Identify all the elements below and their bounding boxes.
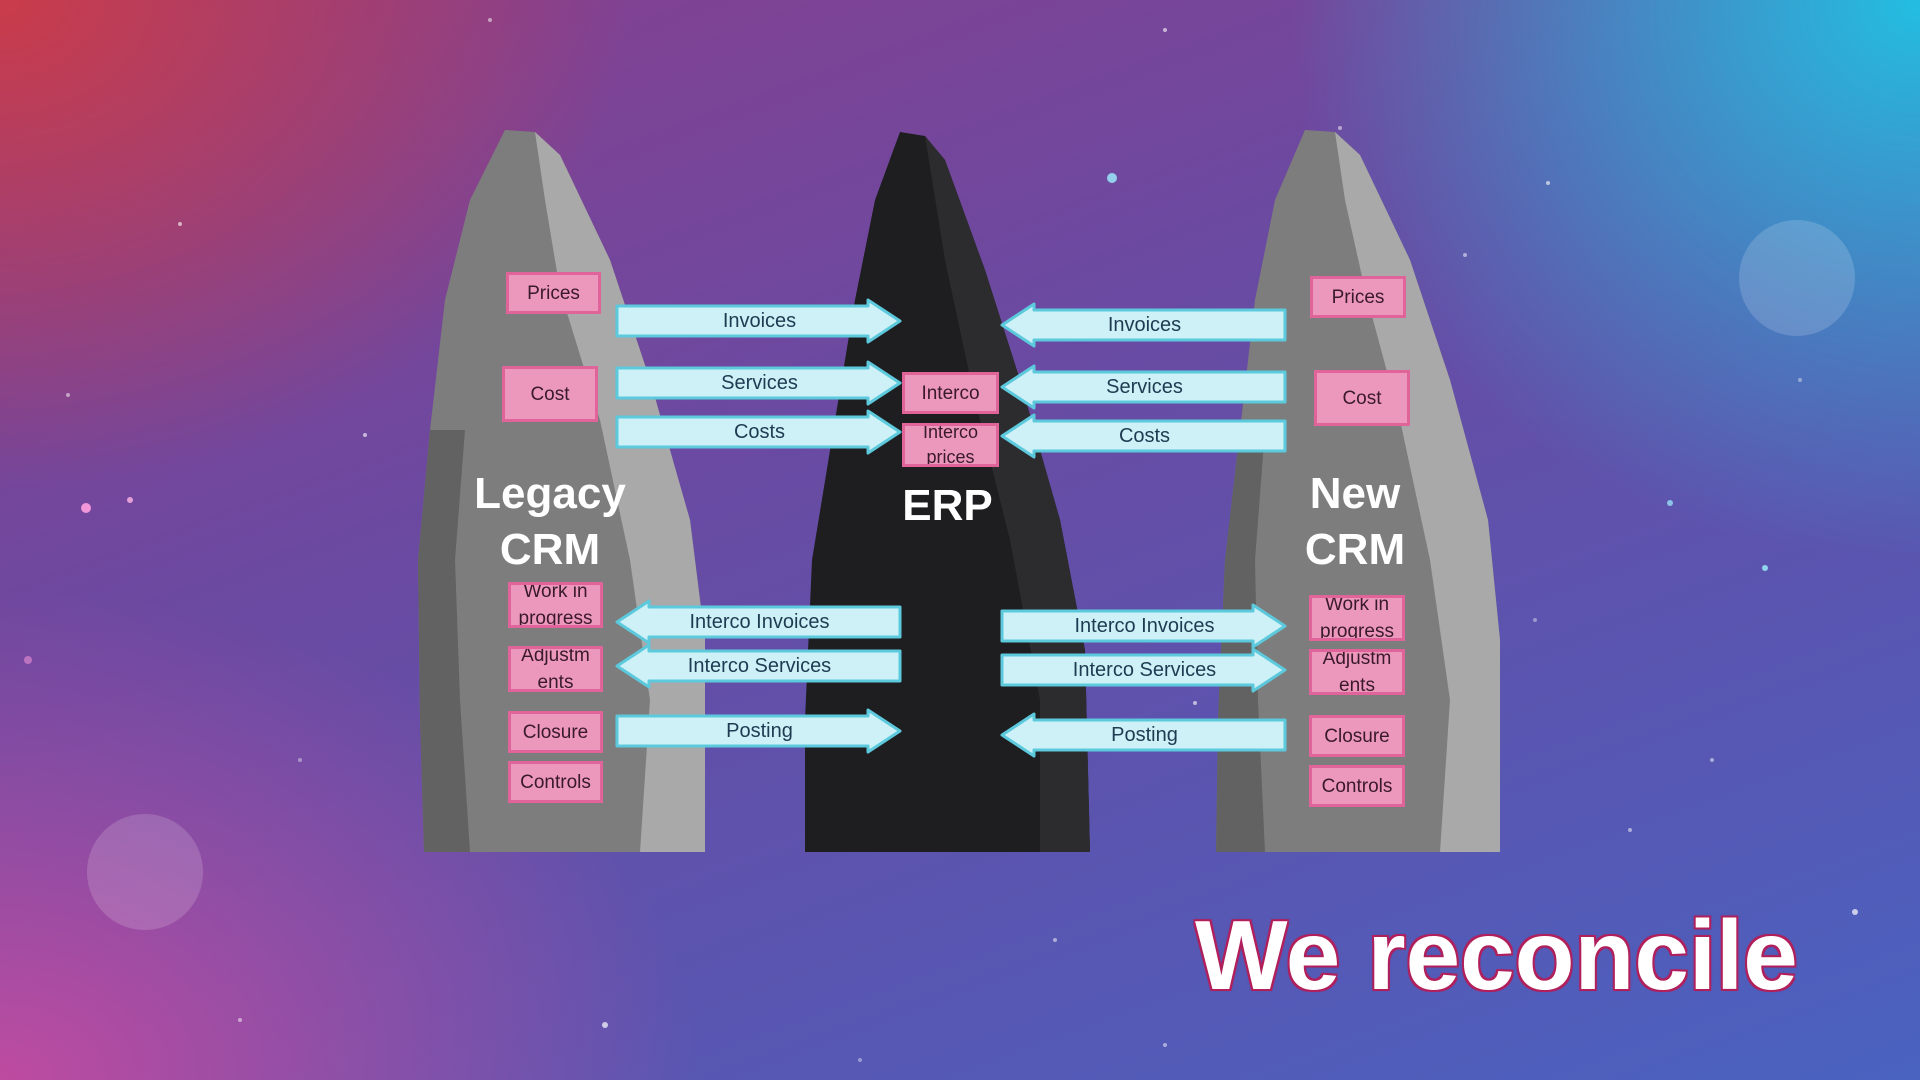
label-right-posting: Posting	[1111, 723, 1178, 746]
legacy-closure-text: Closure	[522, 721, 589, 743]
arrow-right-posting	[1000, 712, 1287, 758]
label-left-costs: Costs	[733, 420, 786, 443]
arrow-left-posting	[615, 708, 902, 754]
erp-label: ERP	[880, 478, 1015, 534]
new-adjustments-box: Adjustm ents	[1309, 649, 1405, 695]
new-cost-box: Cost	[1314, 370, 1410, 426]
headline: We reconcile	[1195, 900, 1798, 1010]
legacy-crm-text: Legacy CRM	[474, 469, 626, 574]
new-adjustments-text: Adjustm ents	[1322, 649, 1392, 695]
label-left-posting: Posting	[726, 719, 793, 742]
legacy-controls-box: Controls	[508, 761, 603, 803]
new-crm-label: New CRM	[1280, 466, 1430, 578]
label-right-services: Services	[1106, 375, 1183, 398]
new-cost-text: Cost	[1342, 387, 1382, 409]
arrow-left-services	[615, 360, 902, 406]
erp-text: ERP	[902, 481, 993, 530]
arrow-left-costs	[615, 409, 902, 455]
legacy-adjustments-text: Adjustm ents	[521, 646, 590, 692]
label-left-services: Services	[721, 371, 798, 394]
new-closure-box: Closure	[1309, 715, 1405, 757]
new-controls-box: Controls	[1309, 765, 1405, 807]
arrow-left-interco-services	[615, 643, 902, 689]
new-crm-text: New CRM	[1304, 469, 1406, 574]
label-left-interco-services: Interco Services	[687, 654, 832, 677]
arrow-right-services	[1000, 364, 1287, 410]
bokeh-circle-left	[87, 814, 203, 930]
bokeh-circle-right	[1739, 220, 1855, 336]
arrow-right-interco-services	[1000, 647, 1287, 693]
arrow-left-invoices	[615, 298, 902, 344]
legacy-closure-box: Closure	[508, 711, 603, 753]
legacy-prices-text: Prices	[527, 282, 580, 304]
legacy-cost-box: Cost	[502, 366, 598, 422]
arrow-left-interco-invoices	[615, 599, 902, 645]
legacy-crm-label: Legacy CRM	[470, 466, 630, 578]
label-right-costs: Costs	[1118, 424, 1171, 447]
legacy-controls-text: Controls	[520, 771, 591, 793]
legacy-wip-box: Work in progress	[508, 582, 603, 628]
arrow-right-costs	[1000, 413, 1287, 459]
legacy-adjustments-box: Adjustm ents	[508, 646, 603, 692]
new-closure-text: Closure	[1324, 725, 1390, 747]
new-controls-text: Controls	[1321, 775, 1393, 797]
label-left-invoices: Invoices	[722, 309, 797, 332]
label-right-interco-invoices: Interco Invoices	[1074, 614, 1215, 637]
erp-interco-box: Interco	[902, 372, 999, 414]
arrow-right-interco-invoices	[1000, 603, 1287, 649]
erp-interco-prices-box: Interco prices	[902, 423, 999, 467]
label-right-invoices: Invoices	[1107, 313, 1182, 336]
label-left-interco-invoices: Interco Invoices	[689, 610, 830, 633]
new-wip-text: Work in progress	[1320, 595, 1394, 641]
label-right-interco-services: Interco Services	[1072, 658, 1217, 681]
new-prices-text: Prices	[1331, 286, 1385, 308]
new-wip-box: Work in progress	[1309, 595, 1405, 641]
erp-interco-text: Interco	[921, 382, 980, 404]
legacy-cost-text: Cost	[530, 383, 570, 405]
arrow-right-invoices	[1000, 302, 1287, 348]
legacy-prices-box: Prices	[506, 272, 601, 314]
erp-interco-prices-text: Interco prices	[922, 423, 979, 467]
legacy-wip-text: Work in progress	[518, 582, 593, 628]
new-prices-box: Prices	[1310, 276, 1406, 318]
